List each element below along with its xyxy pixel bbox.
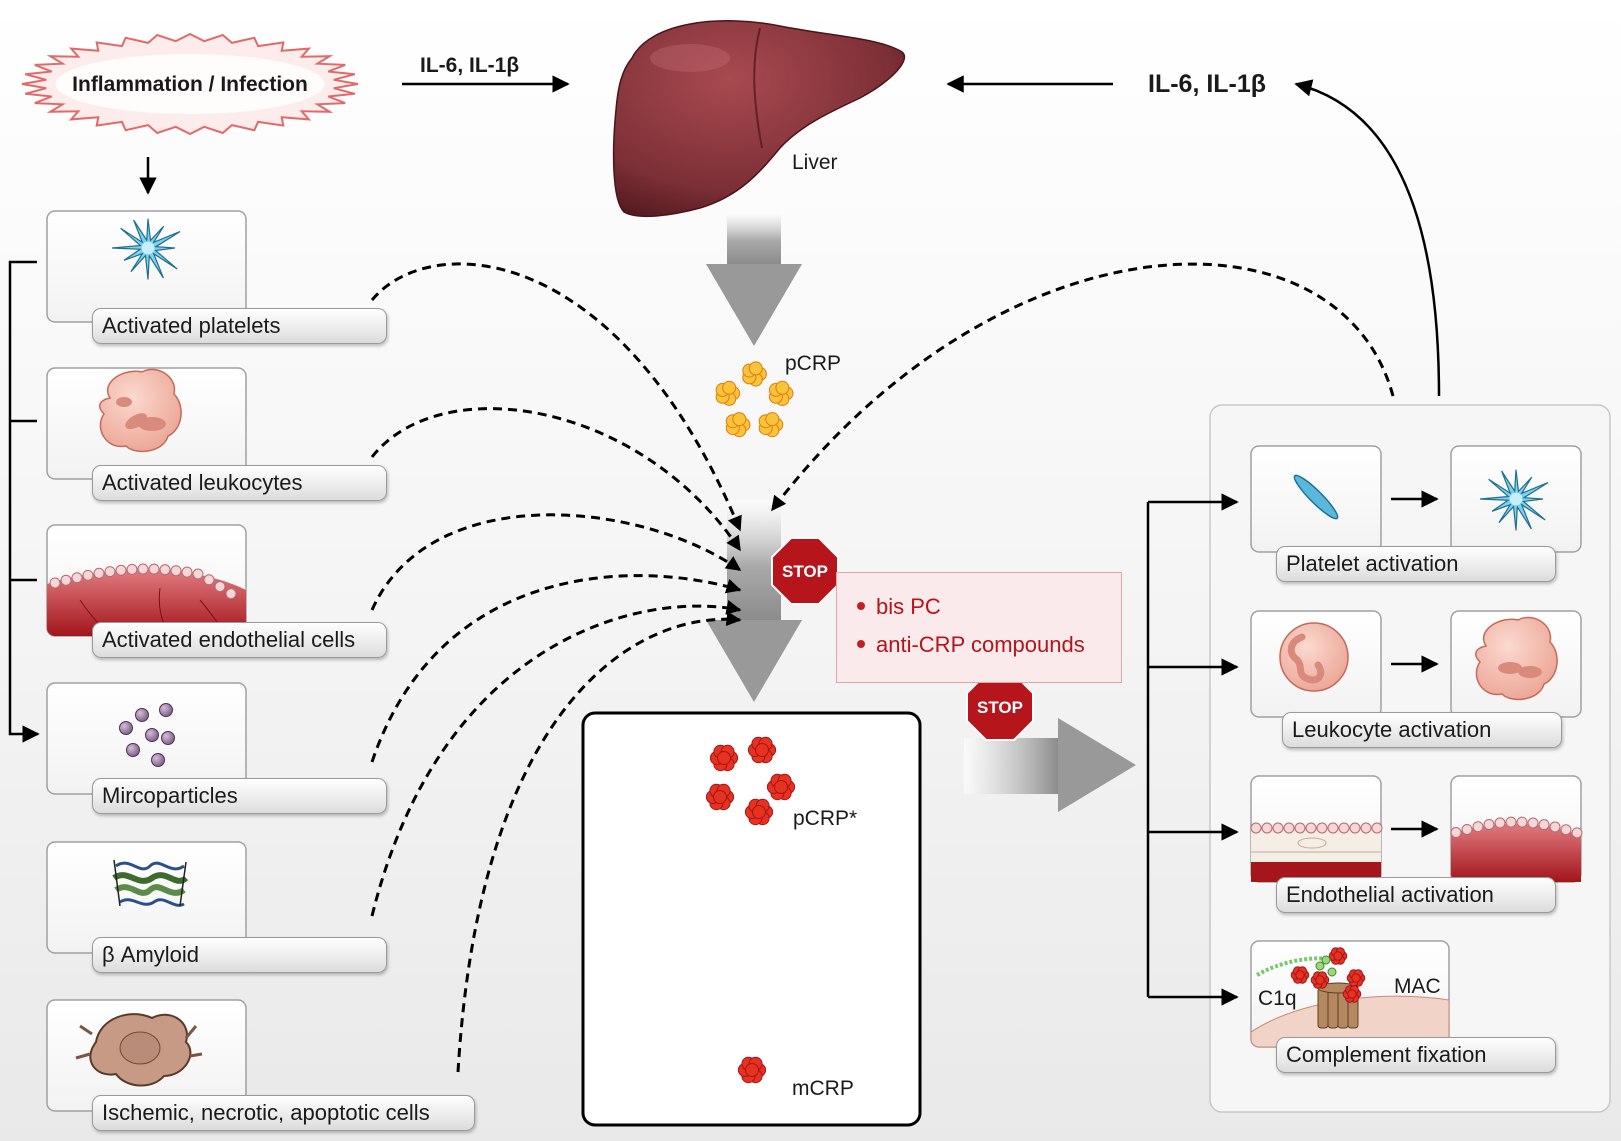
trigger-label-endothelial: Activated endothelial cells bbox=[92, 622, 387, 658]
inflammation-infection-shape bbox=[21, 32, 359, 136]
inhibitor-item: bis PC bbox=[857, 594, 941, 620]
effect-label-complement: Complement fixation bbox=[1276, 1037, 1556, 1073]
necrotic-cell-icon bbox=[75, 1013, 203, 1087]
stop-sign-top: STOP bbox=[771, 537, 839, 605]
arrow-effects-feedback bbox=[1294, 79, 1441, 397]
pcrp-star-label: pCRP* bbox=[793, 807, 858, 830]
dashed-trigger-curves bbox=[370, 262, 1395, 1073]
mcrp-generation-box bbox=[581, 711, 922, 1127]
endothelium-icon bbox=[47, 563, 246, 637]
inhibitor-item: anti-CRP compounds bbox=[857, 632, 1085, 658]
trigger-label-necrotic: Ischemic, necrotic, apoptotic cells bbox=[92, 1095, 475, 1131]
microparticles-icon bbox=[119, 703, 175, 767]
bullet-dot bbox=[857, 640, 865, 649]
resting-leukocyte-icon bbox=[1279, 622, 1349, 692]
mac-label: MAC bbox=[1394, 975, 1441, 998]
stop-sign-bottom: STOP bbox=[966, 673, 1034, 741]
activated-platelet-right-icon bbox=[1479, 469, 1549, 531]
liver-icon bbox=[612, 20, 905, 218]
trigger-label-leukocytes: Activated leukocytes bbox=[92, 465, 387, 501]
activated-leukocyte-right-icon bbox=[1475, 616, 1558, 701]
resting-endothelium-icon bbox=[1250, 822, 1383, 882]
trigger-label-microparticles: Mircoparticles bbox=[92, 778, 387, 814]
inhibitor-anti-crp: anti-CRP compounds bbox=[876, 632, 1085, 657]
mcrp-monomer-icon bbox=[737, 1056, 767, 1084]
bullet-dot bbox=[857, 602, 865, 611]
liver-label: Liver bbox=[792, 151, 838, 174]
trigger-label-platelets: Activated platelets bbox=[92, 308, 387, 344]
effects-bracket bbox=[1146, 493, 1239, 1006]
mcrp-label: mCRP bbox=[792, 1077, 854, 1100]
complement-mac-icon bbox=[1250, 947, 1450, 1048]
inhibitor-bispc: bis PC bbox=[876, 594, 941, 619]
arrow-to-effects bbox=[964, 718, 1136, 812]
activated-leukocyte-icon bbox=[99, 368, 182, 453]
effect-label-platelet: Platelet activation bbox=[1276, 546, 1556, 582]
inflammation-label: Inflammation / Infection bbox=[72, 73, 308, 96]
inhibitor-box: bis PC anti-CRP compounds bbox=[836, 572, 1122, 683]
activated-platelet-icon bbox=[111, 218, 181, 280]
trigger-label-amyloid: β Amyloid bbox=[92, 937, 387, 973]
resting-platelet-icon bbox=[1293, 474, 1339, 520]
effect-label-endothelial: Endothelial activation bbox=[1276, 877, 1556, 913]
beta-amyloid-icon bbox=[112, 859, 189, 907]
cytokines-feedback-label: IL-6, IL-1β bbox=[1148, 70, 1267, 98]
left-bracket-connector bbox=[8, 260, 40, 743]
cytokines-top-label: IL-6, IL-1β bbox=[420, 54, 520, 77]
pcrp-pentamer-icon bbox=[715, 361, 794, 438]
pcrp-label: pCRP bbox=[785, 352, 842, 375]
arrow-liver-to-pcrp bbox=[706, 212, 802, 346]
pcrp-star-icon bbox=[705, 736, 796, 826]
svg-text:STOP: STOP bbox=[977, 698, 1023, 717]
svg-text:STOP: STOP bbox=[782, 562, 828, 581]
c1q-label: C1q bbox=[1258, 987, 1297, 1010]
activated-endothelium-right-icon bbox=[1450, 816, 1583, 882]
effect-label-leukocyte: Leukocyte activation bbox=[1282, 712, 1562, 748]
